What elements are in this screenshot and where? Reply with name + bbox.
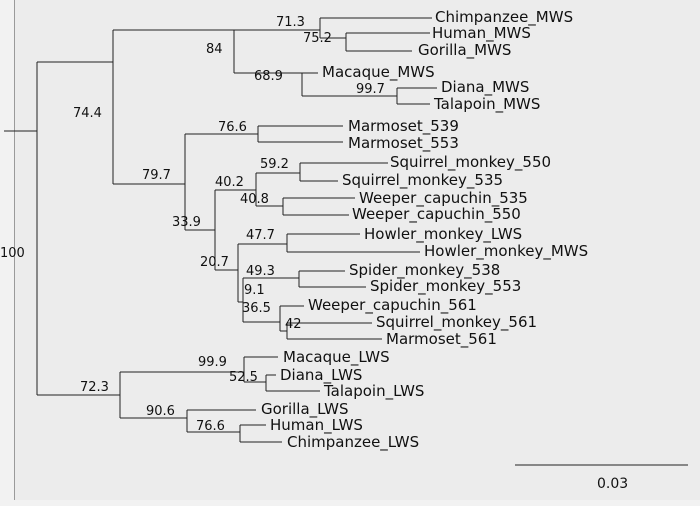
support-label: 72.3 <box>80 380 109 395</box>
support-label: 79.7 <box>142 168 171 183</box>
leaf-label: Chimpanzee_MWS <box>435 8 573 27</box>
support-label: 84 <box>206 42 223 57</box>
support-label: 90.6 <box>146 404 175 419</box>
scale-bar-label: 0.03 <box>597 476 628 492</box>
support-label: 76.6 <box>196 419 225 434</box>
leaf-label: Squirrel_monkey_535 <box>342 171 503 190</box>
support-label: 59.2 <box>260 157 289 172</box>
support-label: 76.6 <box>218 120 247 135</box>
support-label: 20.7 <box>200 255 229 270</box>
leaf-label: Human_LWS <box>270 416 363 435</box>
leaf-label: Talapoin_MWS <box>433 95 540 114</box>
leaf-label: Squirrel_monkey_550 <box>390 153 551 172</box>
leaf-label: Marmoset_553 <box>348 134 459 153</box>
support-label: 75.2 <box>303 31 332 46</box>
leaf-label: Weeper_capuchin_550 <box>352 205 521 224</box>
support-label: 40.2 <box>215 175 244 190</box>
support-label: 68.9 <box>254 69 283 84</box>
leaf-label: Weeper_capuchin_561 <box>308 296 477 315</box>
leaf-label: Gorilla_LWS <box>261 400 349 419</box>
support-label: 47.7 <box>246 228 275 243</box>
support-label: 71.3 <box>276 15 305 30</box>
support-label: 40.8 <box>240 192 269 207</box>
support-label: 100 <box>0 246 25 261</box>
leaf-label: Diana_LWS <box>280 366 362 385</box>
leaf-label: Howler_monkey_MWS <box>424 242 588 261</box>
tree-branches <box>4 17 688 466</box>
support-label: 33.9 <box>172 215 201 230</box>
leaf-label: Weeper_capuchin_535 <box>359 189 528 208</box>
leaf-label: Squirrel_monkey_561 <box>376 313 537 332</box>
support-label: 49.3 <box>246 264 275 279</box>
support-label: 42 <box>285 317 302 332</box>
leaf-label: Human_MWS <box>432 24 531 43</box>
support-label: 74.4 <box>73 106 102 121</box>
support-label: 99.7 <box>356 82 385 97</box>
support-label: 36.5 <box>242 301 271 316</box>
leaf-labels: Chimpanzee_MWS Human_MWS Gorilla_MWS Mac… <box>261 8 588 452</box>
leaf-label: Spider_monkey_538 <box>349 261 500 280</box>
support-values: 100 74.4 84 71.3 75.2 68.9 99.7 79.7 76.… <box>0 15 385 434</box>
leaf-label: Marmoset_539 <box>348 117 459 136</box>
tree-canvas-panel <box>14 0 700 500</box>
leaf-label: Macaque_LWS <box>283 348 390 367</box>
leaf-label: Marmoset_561 <box>386 330 497 349</box>
leaf-label: Diana_MWS <box>441 78 529 97</box>
support-label: 9.1 <box>244 283 265 298</box>
support-label: 99.9 <box>198 355 227 370</box>
leaf-label: Spider_monkey_553 <box>370 277 521 296</box>
leaf-label: Gorilla_MWS <box>418 41 511 60</box>
support-label: 52.5 <box>229 370 258 385</box>
leaf-label: Talapoin_LWS <box>323 382 424 401</box>
leaf-label: Chimpanzee_LWS <box>287 433 419 452</box>
leaf-label: Howler_monkey_LWS <box>364 225 522 244</box>
leaf-label: Macaque_MWS <box>322 63 435 82</box>
